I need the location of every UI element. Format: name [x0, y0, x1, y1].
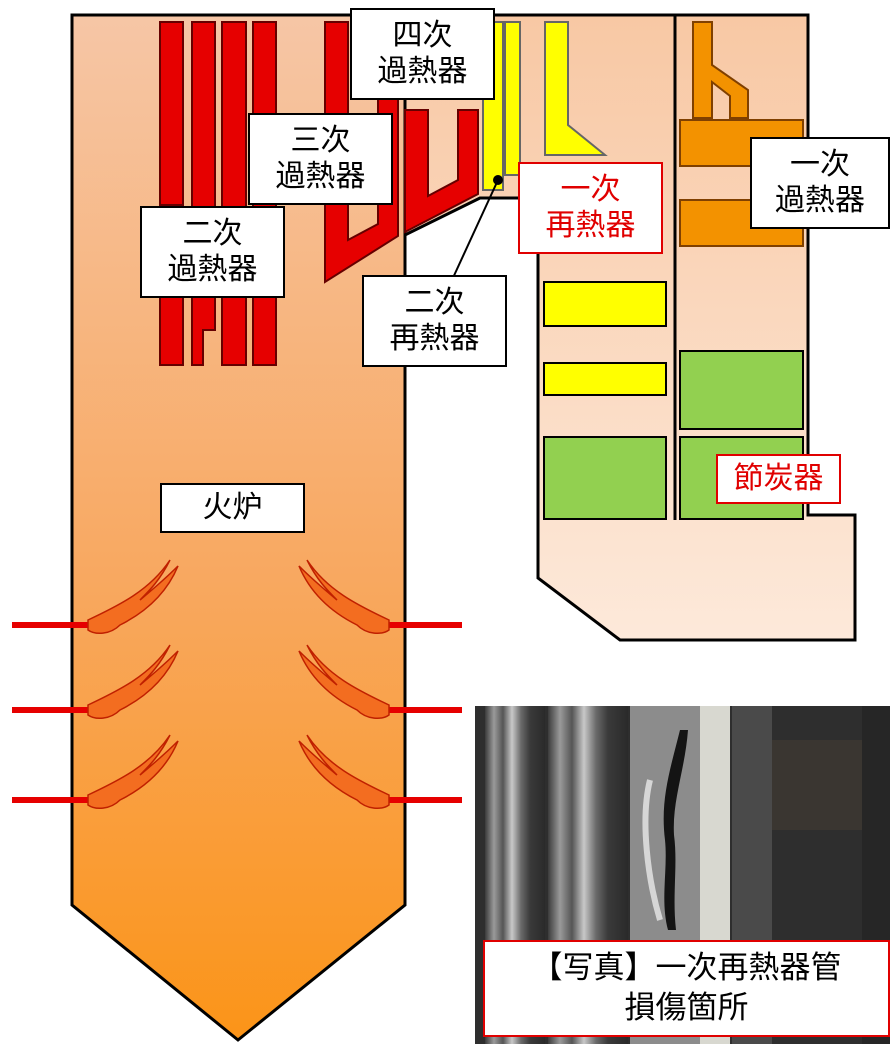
- label-secondary-sh-line2: 過熱器: [167, 252, 258, 287]
- label-secondary-sh-line1: 二次: [182, 216, 243, 251]
- photo-caption: 【写真】一次再熱器管 損傷箇所: [483, 940, 890, 1037]
- label-quaternary-superheater: 四次 過熱器: [350, 8, 495, 100]
- flames-right: [298, 559, 390, 810]
- reheater-leader-dot: [493, 175, 503, 185]
- burners-right: [385, 622, 462, 803]
- primary-reheater-tubes: [543, 281, 667, 396]
- label-primary-sh-line1: 一次: [790, 147, 850, 182]
- label-secondary-rh-line2: 再熱器: [389, 321, 480, 356]
- label-economizer: 節炭器: [716, 454, 841, 504]
- label-economizer-text: 節炭器: [733, 461, 824, 496]
- label-primary-sh-line2: 過熱器: [775, 183, 865, 218]
- burners-left: [12, 622, 92, 803]
- label-tertiary-line2: 過熱器: [275, 159, 366, 194]
- label-secondary-superheater: 二次 過熱器: [140, 206, 285, 298]
- label-primary-superheater: 一次 過熱器: [750, 137, 890, 229]
- reheater-leader-line: [451, 179, 499, 281]
- label-tertiary-line1: 三次: [290, 123, 351, 158]
- label-furnace-text: 火炉: [202, 490, 263, 525]
- photo-caption-line2: 損傷箇所: [624, 990, 749, 1026]
- label-primary-reheater: 一次 再熱器: [518, 162, 663, 254]
- label-quaternary-line2: 過熱器: [377, 54, 468, 89]
- label-quaternary-line1: 四次: [392, 18, 453, 53]
- photo-caption-line1: 【写真】一次再熱器管: [531, 950, 842, 986]
- label-primary-rh-line1: 一次: [560, 172, 621, 207]
- label-secondary-reheater: 二次 再熱器: [362, 275, 507, 367]
- label-tertiary-superheater: 三次 過熱器: [248, 113, 393, 205]
- label-furnace: 火炉: [160, 483, 305, 533]
- label-secondary-rh-line1: 二次: [404, 285, 465, 320]
- flames-left: [87, 559, 179, 810]
- label-primary-rh-line2: 再熱器: [545, 208, 636, 243]
